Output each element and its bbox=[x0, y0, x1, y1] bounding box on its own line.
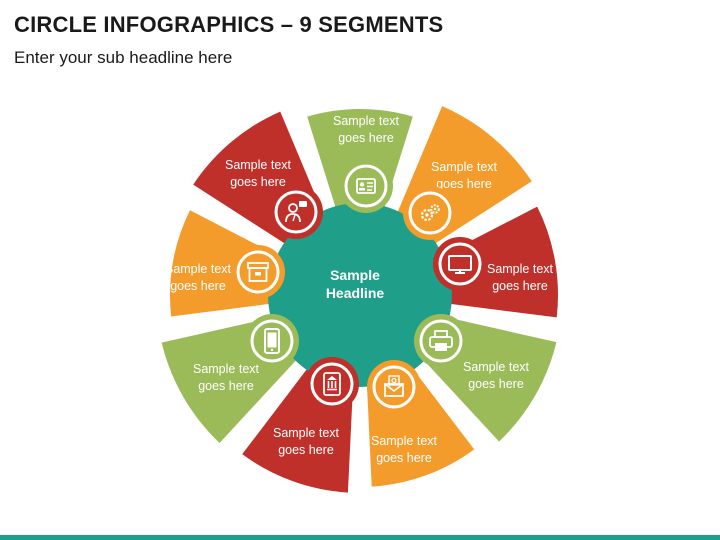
center-headline-line1: Sample bbox=[330, 267, 380, 283]
mobile-bank-icon bbox=[323, 372, 341, 396]
segment-8-label-line2: goes here bbox=[170, 279, 226, 293]
segment-4-label-line2: goes here bbox=[468, 377, 524, 391]
email-icon bbox=[384, 375, 404, 397]
segment-9-badge-ring bbox=[274, 190, 318, 234]
printer-icon bbox=[429, 330, 453, 351]
segment-6-label-line1: Sample text bbox=[273, 426, 340, 440]
segment-3-label-line2: goes here bbox=[492, 279, 548, 293]
segment-4-label-line1: Sample text bbox=[463, 360, 530, 374]
segment-9-badge bbox=[269, 185, 323, 239]
segment-8-badge bbox=[231, 245, 285, 299]
slide-title: CIRCLE INFOGRAPHICS – 9 SEGMENTS bbox=[14, 12, 444, 37]
segment-2-label-line2: goes here bbox=[436, 177, 492, 191]
id-card-icon bbox=[356, 178, 376, 194]
segment-3-badge bbox=[433, 237, 487, 291]
segment-6-label-line2: goes here bbox=[278, 443, 334, 457]
segment-7-label-line1: Sample text bbox=[193, 362, 260, 376]
segment-2-badge bbox=[403, 186, 457, 240]
badges-layer bbox=[231, 159, 487, 414]
support-agent-icon bbox=[285, 201, 307, 223]
segment-6-badge bbox=[305, 357, 359, 411]
segment-1-badge bbox=[339, 159, 393, 213]
segment-5-label-line1: Sample text bbox=[371, 434, 438, 448]
segment-5-badge bbox=[367, 360, 421, 414]
segment-3-badge-ring bbox=[438, 242, 482, 286]
segment-9-label-line1: Sample text bbox=[225, 158, 292, 172]
segment-1-badge-ring bbox=[344, 164, 388, 208]
segment-2-label-line1: Sample text bbox=[431, 160, 498, 174]
smartphone-icon bbox=[264, 328, 280, 354]
segment-4-badge bbox=[414, 314, 468, 368]
segment-8-label-line1: Sample text bbox=[165, 262, 232, 276]
segment-2-badge-ring bbox=[408, 191, 452, 235]
center-headline-line2: Headline bbox=[326, 285, 385, 301]
segment-4-badge-ring bbox=[419, 319, 463, 363]
segment-5-label-line2: goes here bbox=[376, 451, 432, 465]
center-circle[interactable] bbox=[268, 203, 452, 387]
segment-1-label-line1: Sample text bbox=[333, 114, 400, 128]
segment-9-label-line2: goes here bbox=[230, 175, 286, 189]
archive-box-icon bbox=[247, 262, 269, 282]
segment-7-label-line2: goes here bbox=[198, 379, 254, 393]
segment-7-badge bbox=[245, 314, 299, 368]
footer-accent-bar bbox=[0, 535, 720, 540]
segment-1-label-line2: goes here bbox=[338, 131, 394, 145]
segment-5-badge-ring bbox=[372, 365, 416, 409]
gears-icon bbox=[420, 204, 440, 222]
segment-3-label-line1: Sample text bbox=[487, 262, 554, 276]
monitor-icon bbox=[448, 255, 472, 274]
slide-subtitle: Enter your sub headline here bbox=[14, 48, 233, 67]
